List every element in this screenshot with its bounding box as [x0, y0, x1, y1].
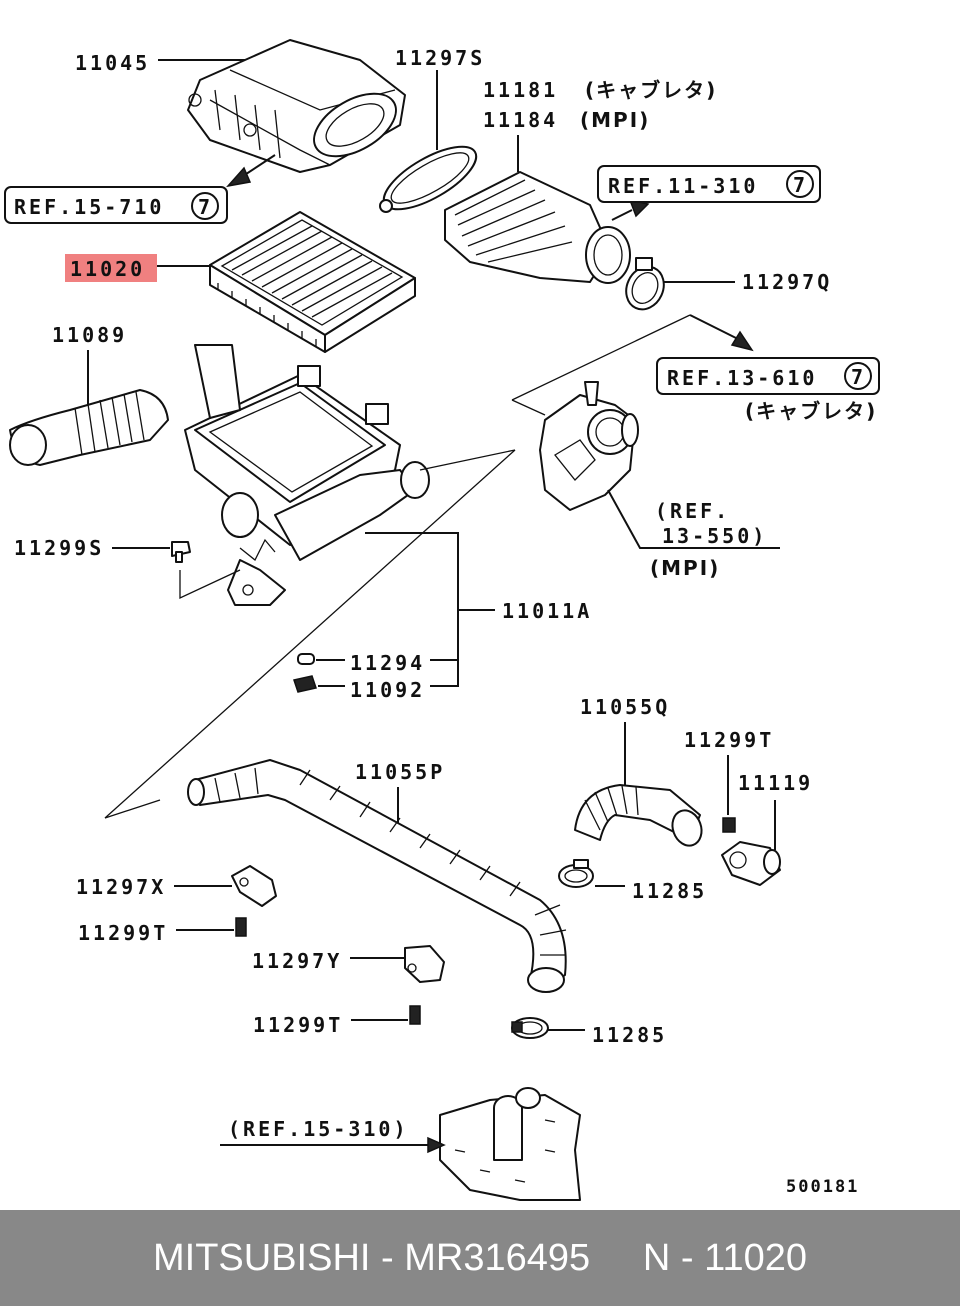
diagram-number: 500181	[786, 1177, 859, 1197]
ref-13-610-box[interactable]: REF.13-610 7	[656, 357, 880, 395]
bracket-11297y[interactable]	[404, 945, 445, 983]
label-11297q: 11297Q	[742, 270, 832, 294]
ref-15-710-circle: 7	[198, 195, 213, 219]
clamp-11297s[interactable]	[375, 135, 485, 222]
label-ref-13-550-b: 13-550)	[662, 524, 767, 548]
bolt-11299t-b[interactable]	[235, 917, 247, 937]
ref-11-310-text: REF.11-310	[608, 174, 758, 198]
clamp-11285-b[interactable]	[511, 1017, 549, 1039]
label-11297x: 11297X	[76, 875, 166, 899]
ref-15-710-text: REF.15-710	[14, 195, 164, 219]
clamp-11285-a[interactable]	[558, 859, 594, 888]
ref-13-610-text: REF.13-610	[667, 366, 817, 390]
hose-11055q[interactable]	[574, 784, 706, 850]
label-11055q: 11055Q	[580, 695, 670, 719]
label-11055p: 11055P	[355, 760, 445, 784]
throttle-body[interactable]	[539, 381, 639, 511]
label-11020: 11020	[70, 257, 145, 281]
label-11119: 11119	[738, 771, 813, 795]
label-11181: 11181	[483, 78, 558, 102]
bracket-11297x[interactable]	[231, 865, 277, 907]
label-11181-note: (キャブレタ)	[585, 78, 717, 102]
ref-15-710-box[interactable]: REF.15-710 7	[4, 186, 228, 224]
label-11299t-a: 11299T	[684, 728, 774, 752]
label-ref-13-610-note: (キャブレタ)	[745, 399, 877, 423]
grommet-11294[interactable]	[297, 653, 315, 665]
hose-11055p[interactable]	[187, 759, 567, 993]
label-11184: 11184	[483, 108, 558, 132]
label-ref-15-310: (REF.15-310)	[228, 1117, 409, 1141]
intake-hose-11181-11184[interactable]	[444, 171, 631, 284]
label-11184-note: (MPI)	[580, 108, 650, 132]
label-11299s: 11299S	[14, 536, 104, 560]
ref-13-610-circle: 7	[851, 365, 866, 389]
label-11092: 11092	[350, 678, 425, 702]
heat-shield[interactable]	[439, 1087, 581, 1201]
label-11294: 11294	[350, 651, 425, 675]
label-11011a: 11011A	[502, 599, 592, 623]
bolt-11299s[interactable]	[171, 541, 191, 563]
label-11045: 11045	[75, 51, 150, 75]
bolt-11299t-c[interactable]	[409, 1005, 421, 1025]
air-filter-element-11020[interactable]	[209, 211, 416, 353]
label-ref-13-550-a: (REF.	[655, 499, 730, 523]
footer-text: MITSUBISHI - MR316495 N - 11020	[153, 1236, 807, 1279]
air-cleaner-cover-11045[interactable]	[187, 39, 406, 173]
clamp-11297q[interactable]	[619, 257, 670, 316]
bolt-11299t-a[interactable]	[722, 817, 736, 833]
fitting-11119[interactable]	[721, 841, 781, 886]
label-11089: 11089	[52, 323, 127, 347]
label-11299t-c: 11299T	[253, 1013, 343, 1037]
intake-duct-11089[interactable]	[9, 389, 169, 466]
label-ref-13-550-note: (MPI)	[650, 556, 720, 580]
ref-11-310-box[interactable]: REF.11-310 7	[597, 165, 821, 203]
footer-bar: MITSUBISHI - MR316495 N - 11020	[0, 1210, 960, 1306]
label-11299t-b: 11299T	[78, 921, 168, 945]
label-11297y: 11297Y	[252, 949, 342, 973]
ref-11-310-circle: 7	[793, 173, 808, 197]
highlight-11020	[65, 254, 157, 282]
label-11285-a: 11285	[632, 879, 707, 903]
parts-diagram: 11045 REF.15-710 7 11297S 11181 (キャブレタ) …	[4, 39, 880, 1201]
air-cleaner-case-11011a[interactable]	[184, 344, 430, 606]
label-11285-b: 11285	[592, 1023, 667, 1047]
label-11297s: 11297S	[395, 46, 485, 70]
bushing-11092[interactable]	[293, 675, 317, 693]
